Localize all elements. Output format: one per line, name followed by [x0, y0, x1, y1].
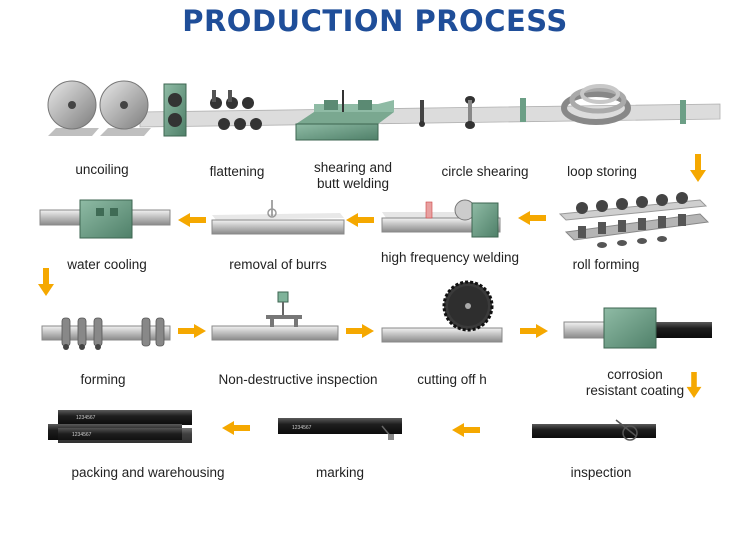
marking-code: 1234567: [292, 425, 312, 431]
shearing-welding-illustration: [295, 90, 394, 141]
step-label-loop-storing: loop storing: [567, 164, 637, 179]
circle-shearing-illustration: [419, 96, 475, 129]
ndt-illustration: [211, 291, 339, 341]
roll-forming-illustration: [558, 192, 710, 248]
cutting-illustration: [381, 280, 503, 343]
step-label-forming: forming: [80, 372, 126, 387]
arrow-down-icon: [686, 372, 702, 398]
step-label-cutting-off: cutting off h: [417, 372, 487, 387]
page-title: PRODUCTION PROCESS: [182, 4, 568, 38]
marking-code: 1234567: [76, 415, 96, 421]
uncoiling-illustration: [47, 80, 151, 136]
forming-illustration: [41, 317, 171, 350]
arrow-left-icon: [518, 211, 546, 225]
water-cooling-illustration: [39, 199, 171, 239]
step-label-packing-warehousing: packing and warehousing: [71, 465, 225, 480]
step-label-inspection: inspection: [570, 465, 632, 480]
marking-illustration: 1234567: [278, 418, 402, 440]
packing-illustration: 1234567 1234567: [48, 410, 192, 443]
step-label-roll-forming: roll forming: [572, 257, 640, 272]
step-label-uncoiling: uncoiling: [75, 162, 129, 177]
arrow-left-icon: [346, 213, 374, 227]
loop-storing-illustration: [520, 84, 686, 125]
arrow-right-icon: [178, 324, 206, 338]
arrow-down-icon: [690, 154, 706, 182]
hf-welding-illustration: [381, 199, 501, 238]
arrow-left-icon: [222, 421, 250, 435]
arrow-down-icon: [38, 268, 54, 296]
flattening-illustration: [163, 83, 262, 137]
step-label-non-destructive-inspection: Non-destructive inspection: [218, 372, 378, 387]
marking-code: 1234567: [72, 432, 92, 438]
step-label-marking: marking: [315, 465, 364, 480]
arrow-left-icon: [178, 213, 206, 227]
step-label-flattening: flattening: [209, 164, 265, 179]
arrow-right-icon: [346, 324, 374, 338]
burr-removal-illustration: [211, 200, 345, 235]
arrow-left-icon: [452, 423, 480, 437]
step-label-removal-of-burrs: removal of burrs: [229, 257, 327, 272]
arrow-right-icon: [520, 324, 548, 338]
step-label-water-cooling: water cooling: [67, 257, 147, 272]
step-label-high-frequency-welding: high frequency welding: [380, 250, 520, 265]
step-label-circle-shearing: circle shearing: [441, 164, 529, 179]
inspection-illustration: [532, 419, 656, 441]
coating-illustration: [563, 307, 712, 349]
